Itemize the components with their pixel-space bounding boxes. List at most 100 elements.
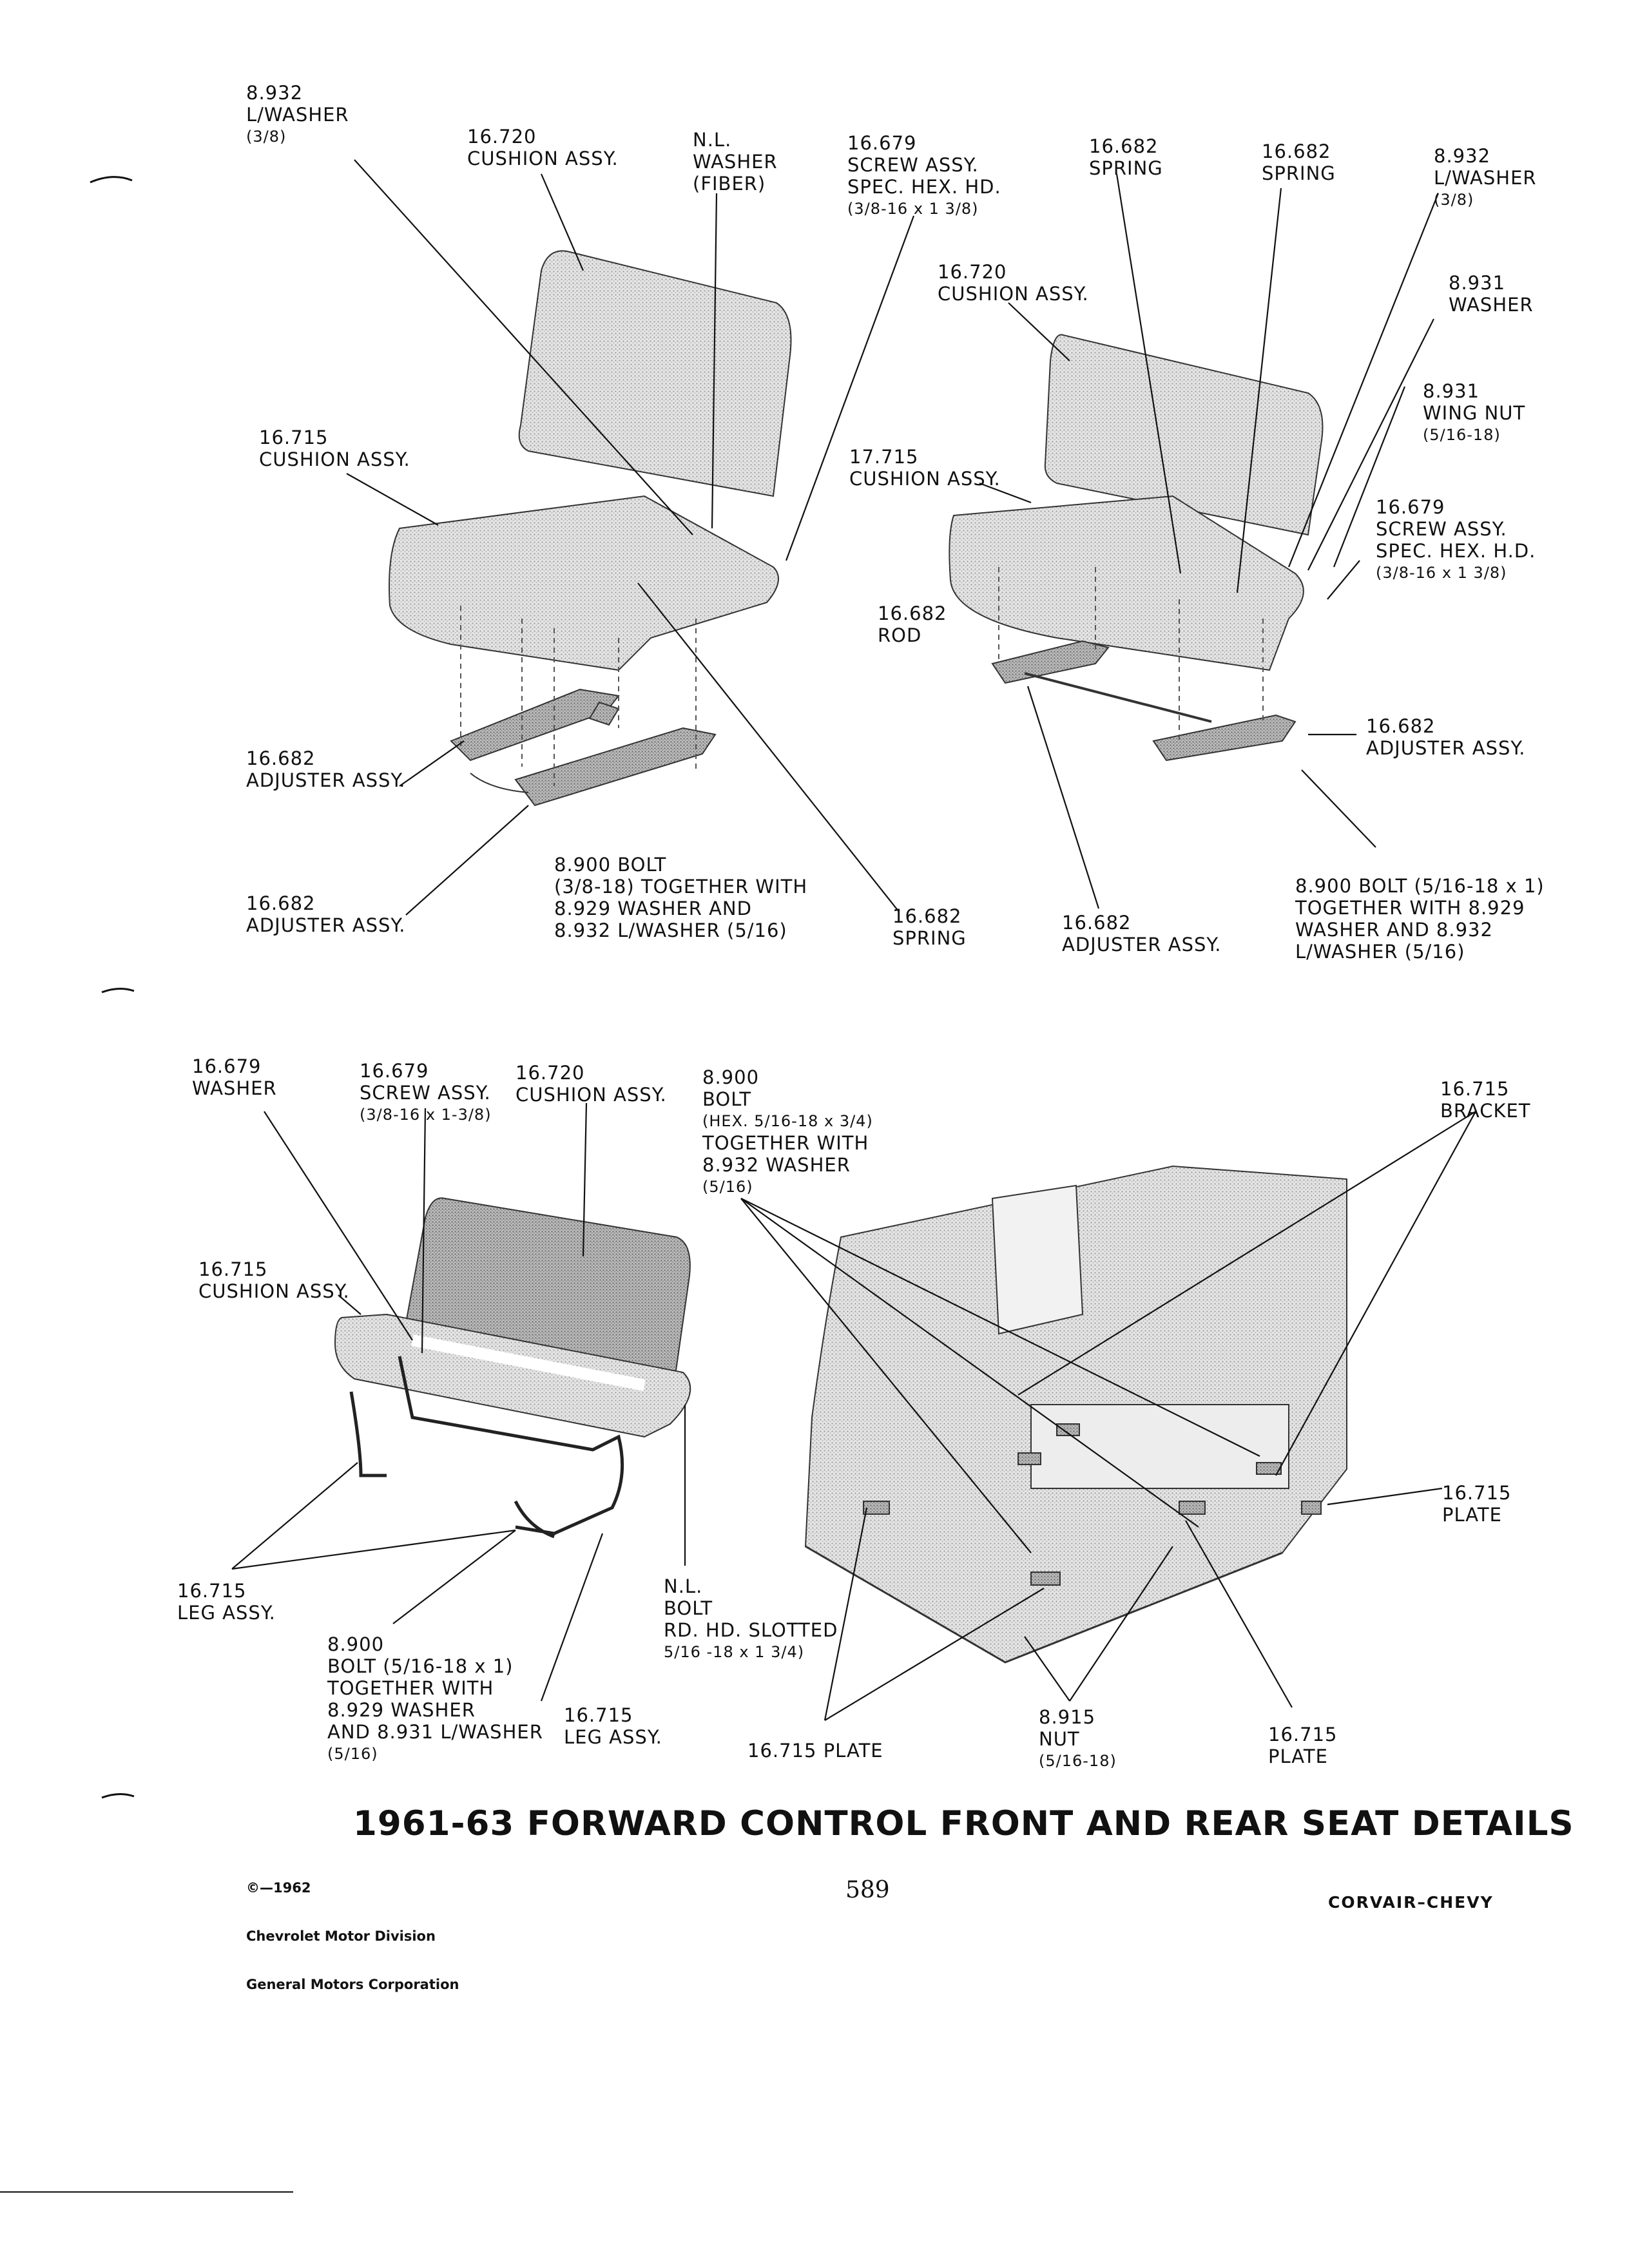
part-name: PLATE <box>1442 1504 1502 1526</box>
part-note: WASHER AND 8.932 <box>1295 919 1493 941</box>
part-number: 8.931 <box>1449 272 1506 294</box>
part-number: 8.932 <box>246 82 304 104</box>
label-16-715-plate-b: 16.715 PLATE <box>747 1740 883 1762</box>
part-number: 16.679 <box>360 1060 429 1082</box>
part-number: 16.715 <box>1442 1482 1512 1504</box>
part-name: LEG ASSY. <box>177 1602 276 1624</box>
part-size: (5/16-18) <box>1039 1752 1117 1770</box>
part-number: 16.682 <box>1366 715 1436 737</box>
part-name: SPRING <box>1089 157 1163 179</box>
part-number: 16.682 <box>892 905 962 927</box>
part-note: 8.932 WASHER <box>702 1154 851 1176</box>
part-name: CUSHION ASSY. <box>198 1280 350 1302</box>
part-number: 8.931 <box>1423 380 1480 402</box>
part-name: BRACKET <box>1440 1100 1531 1122</box>
part-name: SPRING <box>1262 162 1336 184</box>
part-number: 8.915 <box>1039 1706 1096 1728</box>
part-note: 8.929 WASHER <box>327 1699 476 1721</box>
part-note: 8.932 L/WASHER (5/16) <box>554 919 787 941</box>
part-note: SPEC. HEX. H.D. <box>1376 540 1536 562</box>
part-number: 16.715 <box>1440 1078 1510 1100</box>
part-name: ADJUSTER ASSY. <box>1366 737 1526 759</box>
part-size: (3/8-16 x 1-3/8) <box>360 1106 492 1124</box>
rear-seat-illustration <box>949 334 1324 762</box>
part-number: 16.715 <box>198 1258 268 1280</box>
part-size: (3/8-16 x 1 3/8) <box>1376 564 1507 582</box>
part-size: (3/8) <box>1434 191 1474 209</box>
part-name: L/WASHER <box>1434 167 1537 189</box>
part-note: TOGETHER WITH <box>327 1677 494 1699</box>
part-name: SCREW ASSY. <box>847 154 979 176</box>
part-note: TOGETHER WITH <box>702 1132 869 1154</box>
part-size: (5/16) <box>327 1745 378 1763</box>
part-name: WING NUT <box>1423 402 1526 424</box>
copyright-year: ©—1962 <box>246 1880 311 1896</box>
copyright-corporation: General Motors Corporation <box>246 1977 459 1992</box>
part-name: WASHER <box>192 1077 277 1099</box>
part-number: 17.715 <box>849 446 919 468</box>
part-name: WASHER <box>1449 294 1534 316</box>
part-size: (5/16-18) <box>1423 426 1501 444</box>
part-note: (3/8-18) TOGETHER WITH <box>554 876 808 898</box>
part-size: (HEX. 5/16-18 x 3/4) <box>702 1112 873 1130</box>
part-name: ROD <box>878 624 922 646</box>
part-number: 16.682 <box>246 747 316 769</box>
part-number: N.L. <box>693 129 732 151</box>
part-number: 16.715 <box>1268 1724 1338 1745</box>
front-seat-illustration <box>389 250 792 807</box>
part-name: L/WASHER <box>246 104 349 126</box>
part-number: 16.715 <box>259 427 329 448</box>
page-title: 1961-63 FORWARD CONTROL FRONT AND REAR S… <box>353 1804 1574 1843</box>
part-number: 16.682 <box>246 892 316 914</box>
part-name: CUSHION ASSY. <box>849 468 1001 490</box>
part-name: CUSHION ASSY. <box>516 1084 667 1106</box>
part-name: BOLT <box>702 1088 752 1110</box>
part-name: CUSHION ASSY. <box>259 448 410 470</box>
part-size: (3/8) <box>246 128 287 146</box>
part-number: 16.679 <box>1376 496 1445 518</box>
part-number: 16.682 <box>1089 135 1159 157</box>
part-name: PLATE <box>1268 1745 1328 1767</box>
part-number: 16.715 <box>177 1580 247 1602</box>
part-note: RD. HD. SLOTTED <box>664 1619 838 1641</box>
part-name: WASHER <box>693 151 778 173</box>
part-note: L/WASHER (5/16) <box>1295 941 1465 963</box>
label-8-900-bolt-b: 8.900 BOLT (5/16-18 x 1)TOGETHER WITH 8.… <box>1295 875 1545 963</box>
part-note: BOLT (5/16-18 x 1) <box>327 1655 514 1677</box>
part-number: 8.900 BOLT (5/16-18 x 1) <box>1295 875 1545 897</box>
part-name: ADJUSTER ASSY. <box>246 769 406 791</box>
part-name: BOLT <box>664 1597 713 1619</box>
part-number: 16.720 <box>467 126 537 148</box>
part-number: 16.682 <box>1262 140 1331 162</box>
part-size: (3/8-16 x 1 3/8) <box>847 200 979 218</box>
part-number: 16.682 <box>878 602 947 624</box>
part-name: ADJUSTER ASSY. <box>246 914 406 936</box>
part-note: 8.929 WASHER AND <box>554 898 752 919</box>
part-size: 5/16 -18 x 1 3/4) <box>664 1643 805 1661</box>
part-name: SCREW ASSY. <box>360 1082 491 1104</box>
